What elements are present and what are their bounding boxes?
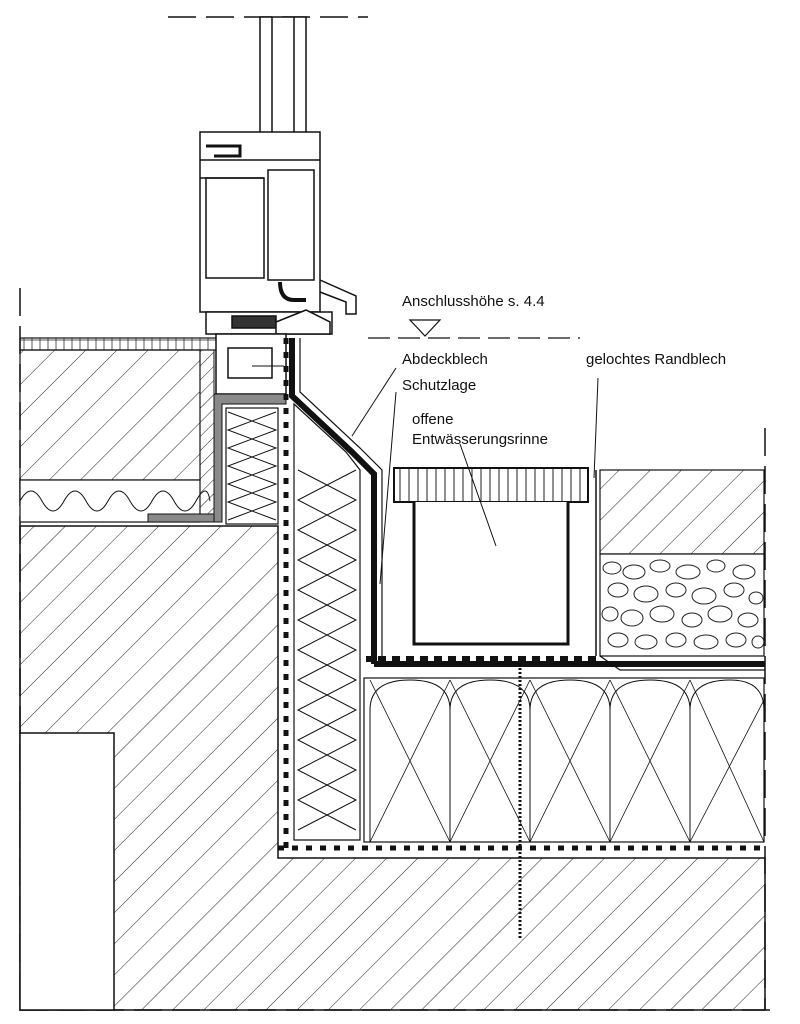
label-perforated-edge-sheet: gelochtes Randblech: [586, 351, 726, 368]
label-open-drain-2: Entwässerungsrinne: [412, 431, 548, 448]
label-protective-layer: Schutzlage: [402, 377, 476, 394]
leader-lines: [351, 367, 599, 585]
label-connection-height: Anschlusshöhe s. 4.4: [402, 293, 545, 310]
interior-floor: [19, 337, 221, 523]
label-open-drain-1: offene: [412, 411, 453, 428]
window-frame: [199, 16, 357, 395]
label-cover-sheet: Abdeckblech: [402, 351, 488, 368]
gravel-bed: [595, 469, 765, 657]
insulation-under-frame: [225, 407, 279, 525]
connection-height-marker: [368, 319, 580, 339]
concrete-slab: [19, 525, 766, 1011]
horizontal-insulation: [278, 655, 765, 940]
drainage-channel: [393, 467, 589, 646]
vertical-insulation: [283, 338, 383, 848]
